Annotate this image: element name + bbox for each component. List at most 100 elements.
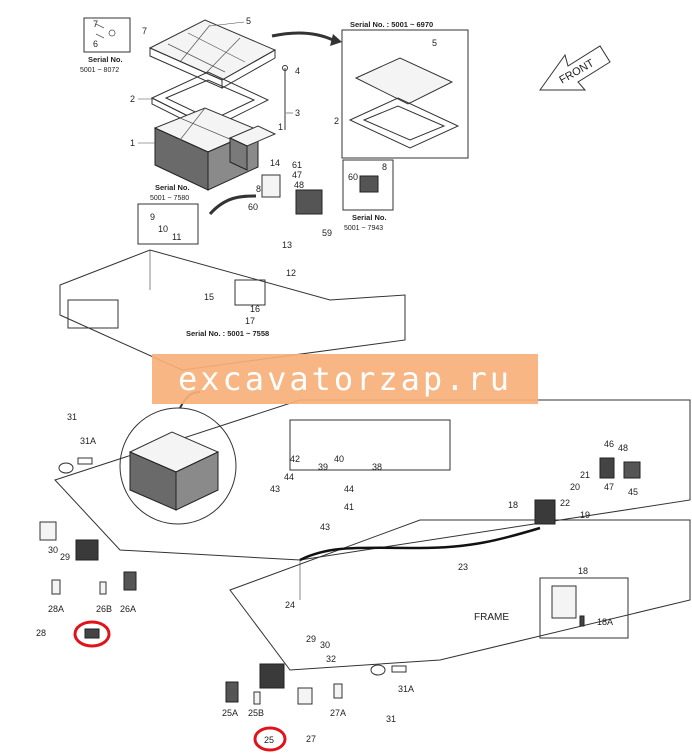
- callout-60: 60: [248, 202, 258, 212]
- callout-39: 39: [318, 462, 328, 472]
- callout-31-bottom: 31: [386, 714, 396, 724]
- callout-47: 47: [292, 170, 302, 180]
- callout-48: 48: [294, 180, 304, 190]
- bolt-31A-bottom: [391, 665, 407, 673]
- disconnect-switch: [261, 174, 323, 215]
- callout-31A: 31A: [80, 436, 96, 446]
- callout-48-right: 48: [618, 443, 628, 453]
- callout-26B: 26B: [96, 604, 112, 614]
- battery-cover: [148, 19, 277, 89]
- bolt-31A: [77, 457, 93, 465]
- serial-inset-6970: [341, 29, 469, 159]
- callout-7b: 7: [142, 26, 147, 36]
- callout-2: 2: [130, 94, 135, 104]
- bulb-28A: [51, 579, 61, 595]
- callout-2-inset: 2: [334, 116, 339, 126]
- callout-1: 1: [130, 138, 135, 148]
- callout-10: 10: [158, 224, 168, 234]
- callout-23: 23: [458, 562, 468, 572]
- front-label: FRONT: [557, 57, 596, 86]
- callout-19: 19: [580, 510, 590, 520]
- callout-31A-bottom: 31A: [398, 684, 414, 694]
- callout-18-inset: 18: [578, 566, 588, 576]
- callout-21: 21: [580, 470, 590, 480]
- callout-59: 59: [322, 228, 332, 238]
- bulb-25B: [253, 691, 261, 705]
- callout-12: 12: [286, 268, 296, 278]
- callout-18A: 18A: [597, 617, 613, 627]
- serial-title-7558: Serial No. : 5001 ~ 7558: [186, 329, 269, 338]
- main-frame: [54, 399, 691, 671]
- highlight-left-lamp: [73, 620, 111, 648]
- upper-frame-top: [59, 249, 406, 371]
- callout-43b: 43: [320, 522, 330, 532]
- callout-22: 22: [560, 498, 570, 508]
- battery-rod: [282, 65, 288, 130]
- callout-30: 30: [48, 545, 58, 555]
- callout-17: 17: [245, 316, 255, 326]
- callout-4: 4: [295, 66, 300, 76]
- serial-range-8072: 5001 ~ 8072: [80, 67, 119, 74]
- frame-label: FRAME: [474, 612, 509, 623]
- callout-8: 8: [256, 184, 261, 194]
- callout-41: 41: [344, 502, 354, 512]
- callout-47-right: 47: [604, 482, 614, 492]
- lamp-bracket-27: [297, 687, 313, 705]
- grommet-31: [58, 462, 74, 474]
- callout-14: 14: [270, 158, 280, 168]
- callout-25B: 25B: [248, 708, 264, 718]
- socket-26A: [123, 571, 137, 591]
- callout-8-b: 8: [382, 162, 387, 172]
- callout-42: 42: [290, 454, 300, 464]
- serial-range-7943: 5001 ~ 7943: [344, 225, 383, 232]
- highlight-callout-25: [253, 726, 287, 752]
- callout-15: 15: [204, 292, 214, 302]
- serial-box-8072: [83, 17, 131, 53]
- relay-inset-box: [539, 577, 629, 639]
- bulb-26B: [99, 581, 107, 595]
- callout-26A: 26A: [120, 604, 136, 614]
- battery-magnifier: [119, 407, 237, 525]
- serial-range-7580: 5001 ~ 7580: [150, 195, 189, 202]
- serial-title-6970: Serial No. : 5001 ~ 6970: [350, 20, 433, 29]
- watermark-band: [152, 354, 538, 404]
- battery-pair: [153, 107, 277, 191]
- serial-title-8072: Serial No.: [88, 55, 123, 64]
- serial-box-7943: [342, 159, 394, 211]
- callout-16: 16: [250, 304, 260, 314]
- callout-45: 45: [628, 487, 638, 497]
- callout-7: 7: [93, 19, 98, 29]
- callout-27: 27: [306, 734, 316, 744]
- work-lamp-25-right: [259, 663, 285, 689]
- callout-20: 20: [570, 482, 580, 492]
- front-arrow: FRONT: [539, 45, 611, 91]
- callout-29: 29: [60, 552, 70, 562]
- callout-61: 61: [292, 160, 302, 170]
- relay-18: [534, 499, 556, 525]
- callout-18: 18: [508, 500, 518, 510]
- callout-13: 13: [282, 240, 292, 250]
- callout-28A: 28A: [48, 604, 64, 614]
- bulb-27A: [333, 683, 343, 699]
- work-lamp-25-left: [75, 539, 99, 561]
- callout-44: 44: [284, 472, 294, 482]
- callout-46: 46: [604, 439, 614, 449]
- callout-60-b: 60: [348, 172, 358, 182]
- callout-6: 6: [93, 39, 98, 49]
- switch-46: [599, 457, 615, 479]
- callout-3: 3: [295, 108, 300, 118]
- lamp-bracket-30: [39, 521, 57, 541]
- callout-11: 11: [172, 232, 181, 242]
- serial-box-7580: [137, 203, 199, 245]
- callout-9: 9: [150, 212, 155, 222]
- callout-25A: 25A: [222, 708, 238, 718]
- callout-28: 28: [36, 628, 46, 638]
- callout-43: 43: [270, 484, 280, 494]
- callout-1b: 1: [278, 122, 283, 132]
- callout-27A: 27A: [330, 708, 346, 718]
- callout-25: 25: [264, 735, 274, 745]
- callout-5-inset: 5: [432, 38, 437, 48]
- serial-title-7943: Serial No.: [352, 213, 387, 222]
- lamp-lens-left: [84, 628, 100, 639]
